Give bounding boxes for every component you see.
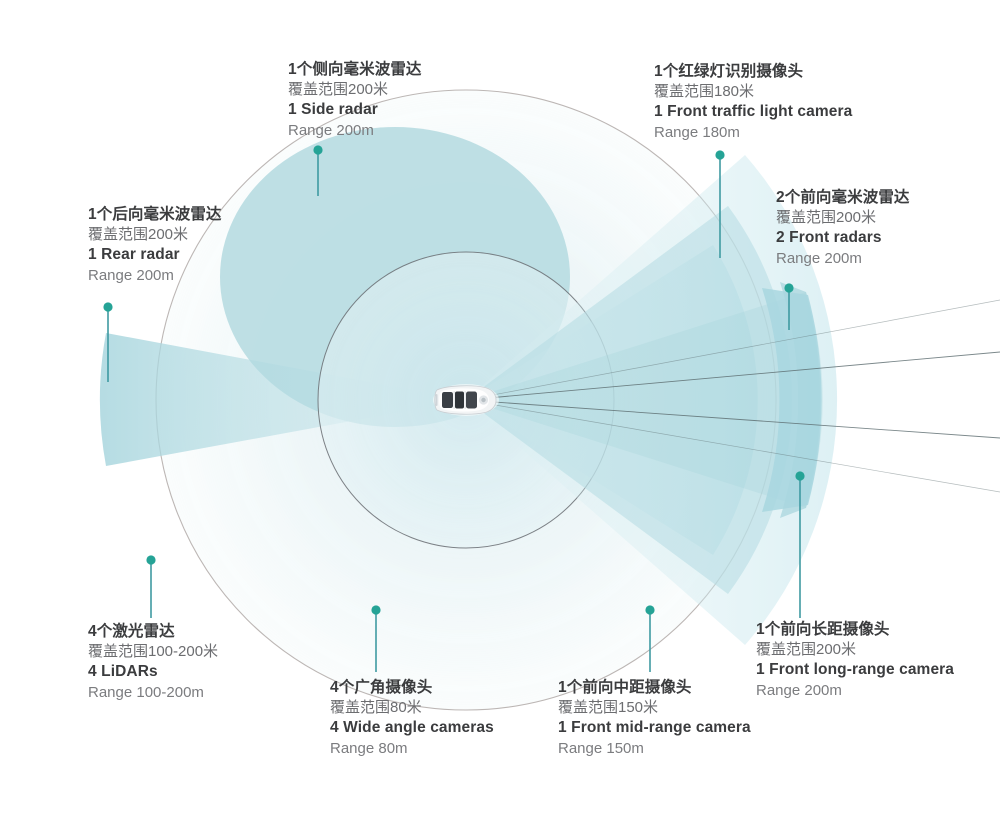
- callout-rear-radar: 1个后向毫米波雷达 覆盖范围200米 1 Rear radar Range 20…: [88, 205, 222, 286]
- callout-front-radars-en-sub: Range 200m: [776, 249, 862, 267]
- callout-wide-angle-cameras-cn-sub: 覆盖范围80米: [330, 699, 422, 717]
- callout-lidars-cn-sub: 覆盖范围100-200米: [88, 643, 219, 661]
- callout-traffic-light-camera-en-sub: Range 180m: [654, 123, 740, 141]
- callout-front-mid-range-camera-cn-title: 1个前向中距摄像头: [558, 679, 692, 696]
- callout-wide-angle-cameras-cn-title: 4个广角摄像头: [330, 679, 433, 696]
- callout-rear-radar-cn-title: 1个后向毫米波雷达: [88, 206, 222, 223]
- callout-lidars: 4个激光雷达 覆盖范围100-200米 4 LiDARs Range 100-2…: [88, 622, 218, 703]
- leader-dot-traffic-light-camera: [715, 150, 725, 160]
- rear-radar-coverage: [99, 333, 466, 466]
- leader-lines: [103, 145, 805, 672]
- front-long-range-camera-far-band: [762, 288, 822, 512]
- leader-dot-front-long-range-camera: [795, 471, 805, 481]
- callout-front-mid-range-camera-cn-sub: 覆盖范围150米: [558, 699, 659, 717]
- callout-front-long-range-camera-en-title: 1 Front long-range camera: [756, 661, 955, 679]
- callout-wide-angle-cameras-en-sub: Range 80m: [330, 739, 408, 757]
- callout-side-radar-en-title: 1 Side radar: [288, 101, 378, 119]
- callout-front-long-range-camera-cn-title: 1个前向长距摄像头: [756, 621, 890, 638]
- mid-range-sightline-upper: [465, 299, 1000, 401]
- callout-front-long-range-camera-cn-sub: 覆盖范围200米: [756, 641, 857, 659]
- callout-front-mid-range-camera-en-title: 1 Front mid-range camera: [558, 719, 751, 737]
- callout-lidars-en-sub: Range 100-200m: [88, 683, 204, 701]
- long-range-sightline-upper: [465, 351, 1000, 401]
- callout-rear-radar-en-sub: Range 200m: [88, 266, 174, 284]
- callout-rear-radar-cn-sub: 覆盖范围200米: [88, 226, 189, 244]
- leader-dot-rear-radar: [103, 302, 113, 312]
- callout-side-radar: 1个侧向毫米波雷达 覆盖范围200米 1 Side radar Range 20…: [288, 60, 422, 141]
- callout-side-radar-cn-sub: 覆盖范围200米: [288, 81, 389, 99]
- front-mid-range-camera-coverage: [466, 245, 758, 555]
- callout-front-long-range-camera-en-sub: Range 200m: [756, 681, 842, 699]
- callout-front-radars-cn-sub: 覆盖范围200米: [776, 209, 877, 227]
- leader-dot-wide-angle-cameras: [371, 605, 381, 615]
- callout-rear-radar-en-title: 1 Rear radar: [88, 246, 180, 264]
- callout-wide-angle-cameras-en-title: 4 Wide angle cameras: [330, 719, 494, 737]
- callout-front-radars: 2个前向毫米波雷达 覆盖范围200米 2 Front radars Range …: [776, 188, 910, 269]
- callout-front-long-range-camera: 1个前向长距摄像头 覆盖范围200米 1 Front long-range ca…: [756, 620, 954, 701]
- leader-dot-front-radars: [784, 283, 794, 293]
- callout-traffic-light-camera: 1个红绿灯识别摄像头 覆盖范围180米 1 Front traffic ligh…: [654, 62, 852, 143]
- callout-front-radars-cn-title: 2个前向毫米波雷达: [776, 189, 910, 206]
- callout-front-mid-range-camera: 1个前向中距摄像头 覆盖范围150米 1 Front mid-range cam…: [558, 678, 751, 759]
- callout-traffic-light-camera-cn-sub: 覆盖范围180米: [654, 83, 755, 101]
- car-top-view-icon: [433, 384, 499, 416]
- leader-dot-side-radar: [313, 145, 323, 155]
- callout-side-radar-en-sub: Range 200m: [288, 121, 374, 139]
- callout-front-radars-en-title: 2 Front radars: [776, 229, 882, 247]
- leader-dot-lidars: [146, 555, 156, 565]
- leader-dot-front-mid-range-camera: [645, 605, 655, 615]
- callout-lidars-cn-title: 4个激光雷达: [88, 623, 175, 640]
- callout-lidars-en-title: 4 LiDARs: [88, 663, 158, 681]
- callout-traffic-light-camera-en-title: 1 Front traffic light camera: [654, 103, 853, 121]
- callout-traffic-light-camera-cn-title: 1个红绿灯识别摄像头: [654, 63, 804, 80]
- mid-range-sightline-lower: [465, 399, 1000, 493]
- callout-side-radar-cn-title: 1个侧向毫米波雷达: [288, 61, 422, 78]
- front-long-range-camera-coverage: [466, 292, 823, 508]
- callout-wide-angle-cameras: 4个广角摄像头 覆盖范围80米 4 Wide angle cameras Ran…: [330, 678, 494, 759]
- long-range-sightline-lower: [465, 399, 1000, 439]
- callout-front-mid-range-camera-en-sub: Range 150m: [558, 739, 644, 757]
